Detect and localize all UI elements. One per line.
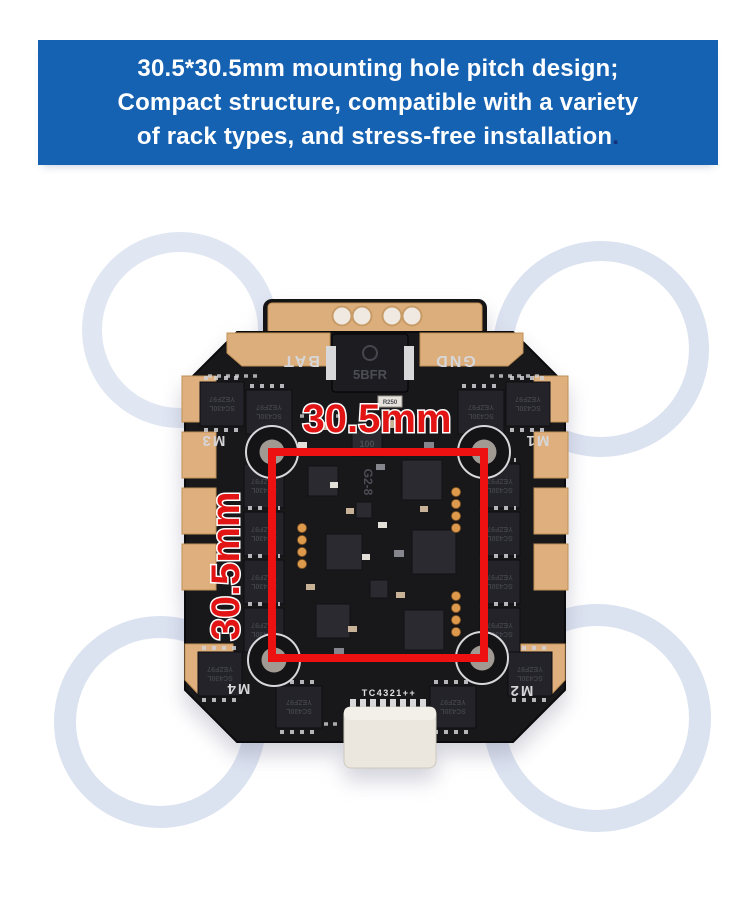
- svg-text:SC430LYEZF97: SC430LYEZF97: [516, 665, 542, 681]
- esc-board-photo: BAT GND 5BFR R250 SC430LYEZF97 SC430LYEZ: [181, 299, 569, 769]
- svg-text:SC430LYEZF97: SC430LYEZF97: [250, 573, 276, 589]
- inductor-marking: 100: [359, 439, 374, 449]
- banner-line-1: 30.5*30.5mm mounting hole pitch design;: [137, 54, 619, 82]
- silkscreen-m1-label: M1: [525, 432, 550, 449]
- via-pad: [331, 305, 353, 327]
- silkscreen-m2-label: M2: [509, 682, 534, 699]
- copper-pour-left: [226, 332, 331, 367]
- via-pad: [351, 305, 373, 327]
- via-pad: [401, 305, 423, 327]
- height-dimension-label: 30.5mm: [204, 492, 248, 641]
- mosfet-chip: SC430LYEZF97: [429, 680, 477, 734]
- svg-text:SC430LYEZF97: SC430LYEZF97: [250, 525, 276, 541]
- svg-text:SC430LYEZF97: SC430LYEZF97: [250, 477, 276, 493]
- mosfet-chip: SC430LYEZF97: [507, 646, 553, 702]
- svg-text:SC430LYEZF97: SC430LYEZF97: [285, 698, 311, 714]
- silkscreen-m4-label: M4: [226, 680, 251, 697]
- via-dots: [297, 487, 461, 637]
- svg-text:SC430LYEZF97: SC430LYEZF97: [514, 395, 540, 411]
- svg-text:SC430LYEZF97: SC430LYEZF97: [486, 573, 512, 589]
- connector-pins: [350, 699, 426, 709]
- svg-text:SC430LYEZF97: SC430LYEZF97: [486, 477, 512, 493]
- svg-text:SC430LYEZF97: SC430LYEZF97: [439, 698, 465, 714]
- resistor-marking: R250: [383, 400, 398, 406]
- silkscreen-gnd-label: GND: [434, 352, 476, 369]
- width-dimension-label: 30.5mm: [303, 397, 452, 441]
- via-pad: [381, 305, 403, 327]
- svg-text:SC430LYEZF97: SC430LYEZF97: [467, 403, 493, 419]
- headline-banner: 30.5*30.5mm mounting hole pitch design; …: [38, 40, 718, 165]
- banner-line-3: of rack types, and stress-free installat…: [136, 122, 620, 150]
- svg-text:SC430LYEZF97: SC430LYEZF97: [208, 395, 234, 411]
- svg-text:SC430LYEZF97: SC430LYEZF97: [255, 403, 281, 419]
- connector-marking: TC4321++: [362, 688, 417, 698]
- banner-line-2: Compact structure, compatible with a var…: [117, 88, 639, 116]
- mosfet-chip: SC430LYEZF97: [197, 646, 243, 702]
- mosfet-chip: SC430LYEZF97: [243, 506, 285, 557]
- center-circuitry: 100 G2-8: [297, 420, 461, 662]
- power-diode: 5BFR: [326, 333, 414, 393]
- dimension-overlay: 30.5mm 30.5mm: [203, 396, 488, 662]
- battery-solder-tab: [263, 299, 487, 341]
- svg-text:SC430LYEZF97: SC430LYEZF97: [486, 621, 512, 637]
- copper-pour-right: [419, 332, 524, 367]
- pcb-revision-marking: G2-8: [361, 469, 375, 496]
- shunt-resistor: R250: [377, 395, 403, 408]
- mosfet-chip: SC430LYEZF97: [275, 680, 323, 734]
- svg-text:SC430LYEZF97: SC430LYEZF97: [486, 525, 512, 541]
- banner-line-3-period: .: [612, 122, 620, 150]
- mounting-pitch-square: [268, 448, 488, 662]
- svg-text:SC430LYEZF97: SC430LYEZF97: [206, 665, 232, 681]
- mosfet-chip: SC430LYEZF97: [199, 376, 245, 432]
- mosfet-chip: SC430LYEZF97: [505, 376, 551, 432]
- silkscreen-m3-label: M3: [201, 432, 226, 449]
- svg-text:SC430LYEZF97: SC430LYEZF97: [250, 621, 276, 637]
- diode-marking: 5BFR: [353, 367, 388, 382]
- mosfet-chip: SC430LYEZF97: [243, 554, 285, 605]
- silkscreen-bat-label: BAT: [282, 352, 320, 369]
- signal-connector: TC4321++: [343, 688, 437, 769]
